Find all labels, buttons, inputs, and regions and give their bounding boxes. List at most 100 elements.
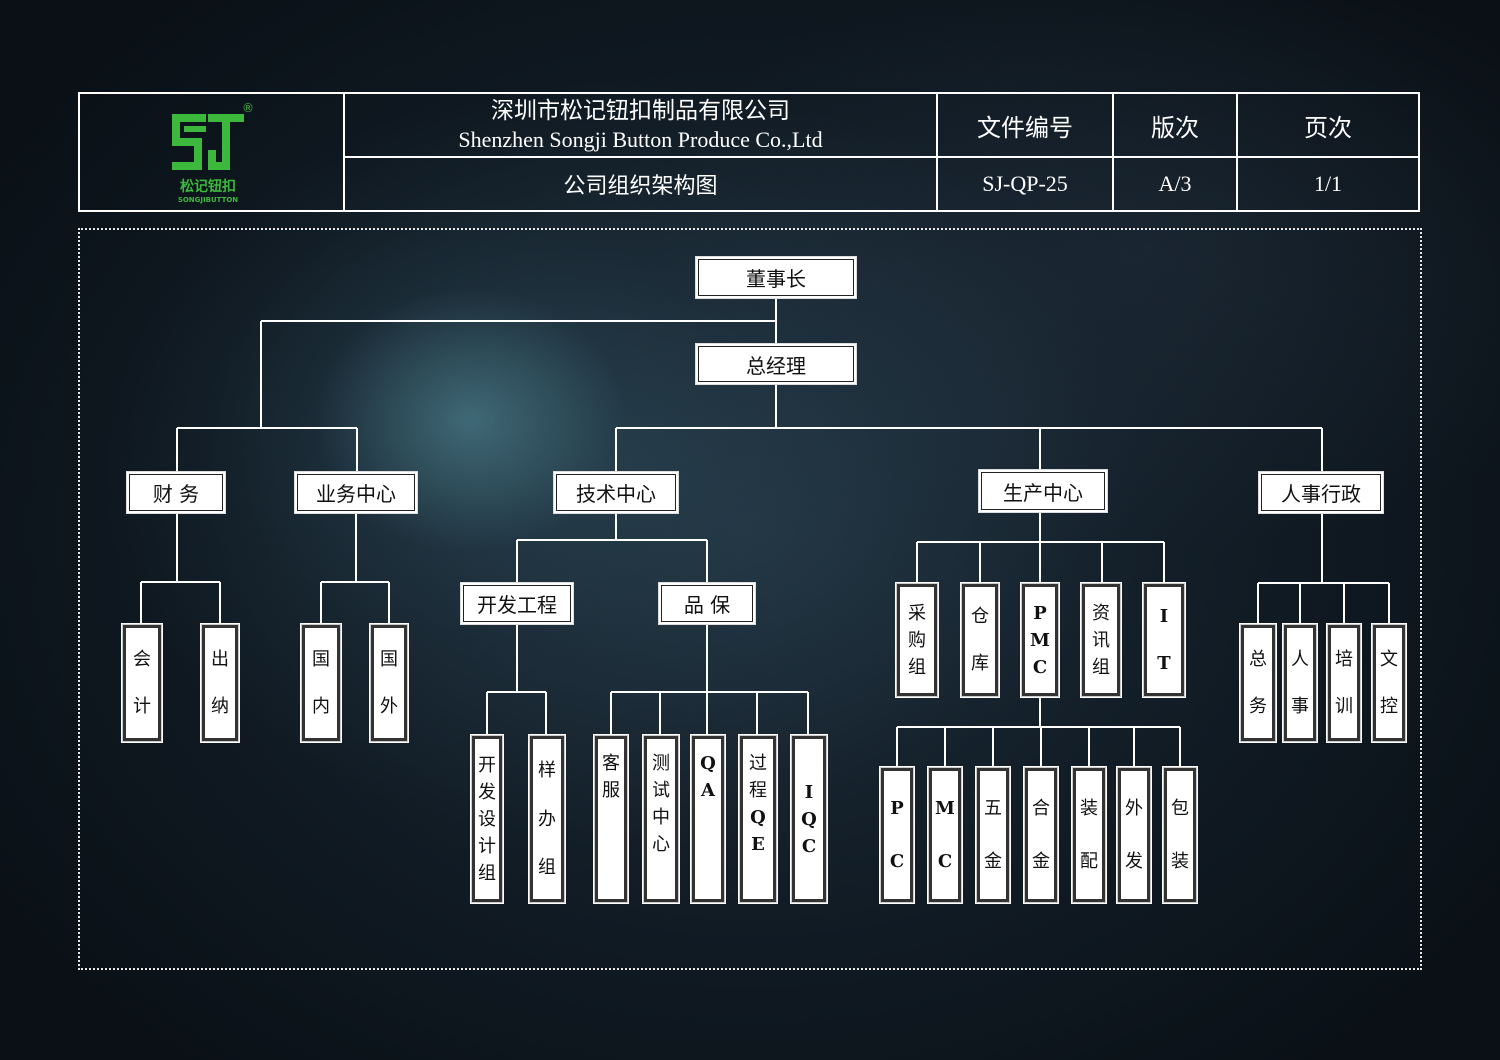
finance-box: 财 务 [127,472,225,513]
org-leaf-box: ITIT [1143,583,1185,697]
org-leaf-box: MCMC [928,767,962,903]
org-leaf-box: QAQA [691,735,725,903]
org-leaf-box: 国外国外 [370,624,408,742]
org-leaf-char: 仓 [971,606,989,628]
org-leaf-char: 金 [1032,851,1050,873]
org-leaf-char: 库 [971,652,989,674]
org-leaf-char: 试 [652,780,670,801]
org-leaf-box: 合金合金 [1024,767,1058,903]
org-leaf-box: 开发设计组开发设计组 [471,735,503,903]
org-leaf-char: 外 [380,696,398,718]
quality-assurance-box: 品 保 [659,583,755,624]
org-leaf-char: 计 [478,835,496,857]
org-leaf-box: 测试中心测试中心 [643,735,679,903]
org-leaf-box: 总务总务 [1240,624,1276,742]
page-value: 1/1 [1313,171,1343,196]
org-leaf-char: 样 [538,760,556,782]
sj-logo-icon: ® 松记钮扣 SONGJIBUTTON [172,101,254,204]
org-leaf-char: 出 [211,648,229,670]
org-leaf-char: 发 [1125,851,1143,873]
org-leaf-char: 纳 [211,696,229,718]
document-header: ® 松记钮扣 SONGJIBUTTON 深圳市松记钮扣制品有限公司 Shenzh… [78,92,1420,212]
org-leaf-box: 资讯组资讯组 [1081,583,1121,697]
org-leaf-char: 控 [1380,696,1398,718]
org-leaf-char: I [1159,606,1169,628]
org-leaf-box: 样办组样办组 [529,735,565,903]
org-leaf-box: 出纳出纳 [201,624,239,742]
org-leaf-char: 组 [538,856,556,878]
org-leaf-char: M [1030,629,1050,651]
company-logo: ® 松记钮扣 SONGJIBUTTON [80,94,344,210]
sales-center-box: 业务中心 [295,472,417,513]
org-leaf-box: IQCIQC [791,735,827,903]
org-leaf-char: 组 [478,862,496,884]
org-leaf-char: 务 [1249,696,1267,718]
org-chart-frame [78,228,1422,970]
org-leaf-char: 过 [749,753,767,774]
org-leaf-char: 文 [1380,648,1398,670]
doc-title: 公司组织架构图 [563,174,718,199]
org-leaf-char: 合 [1032,797,1050,819]
org-leaf-char: E [751,834,765,855]
org-leaf-box: 采购组采购组 [896,583,938,697]
svg-text:®: ® [242,101,254,115]
org-leaf-char: Q [801,808,817,830]
org-leaf-char: A [701,780,715,801]
org-leaf-char: 装 [1080,797,1098,819]
org-leaf-box: 过程QE过程QE [739,735,777,903]
doc-no-label: 文件编号 [977,113,1073,142]
org-leaf-char: 总 [1249,648,1267,670]
org-leaf-char: 配 [1080,851,1098,873]
hr-admin-box: 人事行政 [1259,472,1383,513]
org-leaf-char: C [1032,656,1048,678]
org-leaf-box: PCPC [880,767,914,903]
company-name-cell: 深圳市松记钮扣制品有限公司 Shenzhen Songji Button Pro… [345,94,936,156]
org-leaf-char: 金 [984,851,1002,873]
dev-engineering-box: 开发工程 [461,583,573,624]
org-leaf-char: C [937,851,953,873]
org-leaf-char: 采 [908,602,926,624]
org-leaf-char: 国 [380,648,398,670]
org-leaf-box: 客服客服 [594,735,628,903]
company-name-en: Shenzhen Songji Button Produce Co.,Ltd [458,126,823,152]
org-leaf-char: 组 [908,656,926,678]
svg-text:松记钮扣: 松记钮扣 [180,178,236,195]
org-leaf-char: 组 [1092,656,1110,678]
org-leaf-box: 文控文控 [1372,624,1406,742]
org-leaf-char: C [801,835,817,857]
org-leaf-char: 程 [749,780,767,801]
org-leaf-char: 发 [478,781,496,803]
org-leaf-char: 国 [312,648,330,670]
org-leaf-char: 讯 [1092,629,1110,651]
org-leaf-box: 五金五金 [976,767,1010,903]
org-leaf-char: Q [750,807,766,828]
page-label: 页次 [1304,113,1352,142]
org-leaf-char: 办 [538,808,556,830]
org-leaf-char: 心 [652,834,670,855]
version-label: 版次 [1151,113,1199,142]
org-leaf-char: Q [700,753,716,774]
org-leaf-char: 测 [652,753,670,774]
org-leaf-box: 国内国内 [301,624,341,742]
org-leaf-char: 客 [602,753,620,774]
org-leaf-box: 包装包装 [1163,767,1197,903]
org-leaf-char: 计 [133,696,151,718]
org-leaf-box: 装配装配 [1072,767,1106,903]
version-value: A/3 [1158,171,1192,196]
org-leaf-char: 事 [1291,696,1309,718]
org-leaf-char: C [889,851,905,873]
org-leaf-char: 服 [602,780,620,801]
tech-center-box: 技术中心 [554,472,678,513]
doc-no-value: SJ-QP-25 [982,171,1068,196]
org-leaf-char: 购 [908,629,926,651]
org-leaf-char: 五 [984,797,1002,819]
org-leaf-char: 中 [652,807,670,828]
org-leaf-box: 外发外发 [1117,767,1151,903]
org-leaf-char: 装 [1171,851,1189,873]
org-leaf-char: I [804,781,814,803]
org-leaf-char: 培 [1335,648,1353,670]
org-leaf-char: 开 [478,754,496,776]
org-leaf-box: 人事人事 [1283,624,1317,742]
org-leaf-box: PMCPMC [1021,583,1059,697]
org-leaf-char: 包 [1171,797,1189,819]
